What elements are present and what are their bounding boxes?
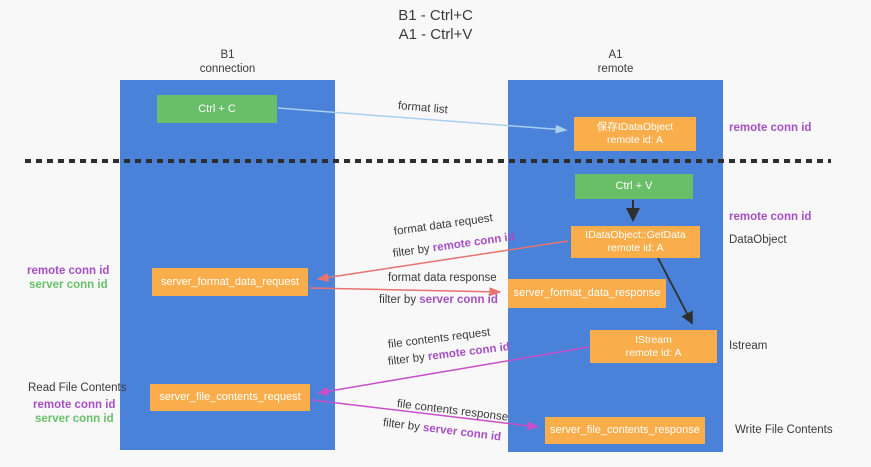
node-save-idataobject-line1: 保存IDataObject [596,121,674,133]
node-server-file-contents-request-label: server_file_contents_request [159,391,301,403]
node-idataobject-getdata: IDataObject::GetData remote id: A [571,226,700,258]
node-server-file-contents-request: server_file_contents_request [150,384,310,411]
lifeline-header-b1: B1 connection [120,48,335,76]
lifeline-a1-name: A1 [608,49,623,61]
filter-by-text: filter by [382,417,421,434]
node-istream-line1: IStream [635,333,672,346]
node-save-idataobject: 保存IDataObject remote id: A [574,117,696,151]
label-filter-by-server-2: filter by server conn id [382,417,501,443]
node-server-format-data-request: server_format_data_request [152,268,308,296]
node-ctrl-v-label: Ctrl + V [615,180,653,192]
node-ctrl-c: Ctrl + C [157,95,277,123]
node-idataobject-getdata-line2: remote id: A [607,242,664,254]
node-idataobject-getdata-line1: IDataObject::GetData [585,229,686,241]
label-remote-conn-id-left-bottom: remote conn id [33,399,116,411]
filter-by-text: filter by [392,242,431,260]
lifeline-b1-role: connection [199,63,256,75]
label-format-data-request: format data request [393,212,494,238]
label-server-conn-id-left-top: server conn id [29,279,108,291]
label-format-data-response: format data response [388,272,497,284]
label-remote-conn-id-left-top: remote conn id [27,265,110,277]
arrow-format-data-response [309,287,502,297]
server-conn-id-text: server conn id [422,421,502,444]
node-ctrl-v: Ctrl + V [575,174,693,199]
node-server-format-data-response-label: server_format_data_response [513,287,661,299]
node-server-file-contents-response-label: server_file_contents_response [550,424,700,436]
node-istream: IStream remote id: A [590,330,717,363]
node-server-format-data-request-label: server_format_data_request [160,275,300,288]
node-server-file-contents-response: server_file_contents_response [545,417,705,444]
diagram-title: B1 - Ctrl+C A1 - Ctrl+V [0,6,871,44]
lifeline-header-a1: A1 remote [508,48,723,76]
title-line-2: A1 - Ctrl+V [398,26,473,43]
label-server-conn-id-left-bottom: server conn id [35,413,114,425]
machine-separator-dashed-line [25,159,831,163]
label-remote-conn-id-right-mid: remote conn id [729,211,812,223]
title-line-1: B1 - Ctrl+C [398,7,473,24]
node-save-idataobject-line2: remote id: A [606,134,664,146]
label-filter-by-server-1: filter by server conn id [379,294,498,306]
remote-conn-id-text: remote conn id [432,230,516,255]
label-istream-side: Istream [729,340,768,352]
label-remote-conn-id-right-top: remote conn id [729,122,812,134]
filter-by-text: filter by [379,294,417,306]
filter-by-text: filter by [387,351,426,368]
server-conn-id-text: server conn id [419,294,498,306]
label-read-file-contents: Read File Contents [28,382,127,394]
label-dataobject: DataObject [729,234,787,246]
node-istream-line2: remote id: A [625,346,682,359]
node-ctrl-c-label: Ctrl + C [198,102,236,115]
node-server-format-data-response: server_format_data_response [508,279,666,308]
lifeline-b1-name: B1 [220,49,235,61]
lifeline-a1-role: remote [597,63,634,75]
label-write-file-contents: Write File Contents [735,424,833,436]
label-format-list: format list [397,100,449,117]
